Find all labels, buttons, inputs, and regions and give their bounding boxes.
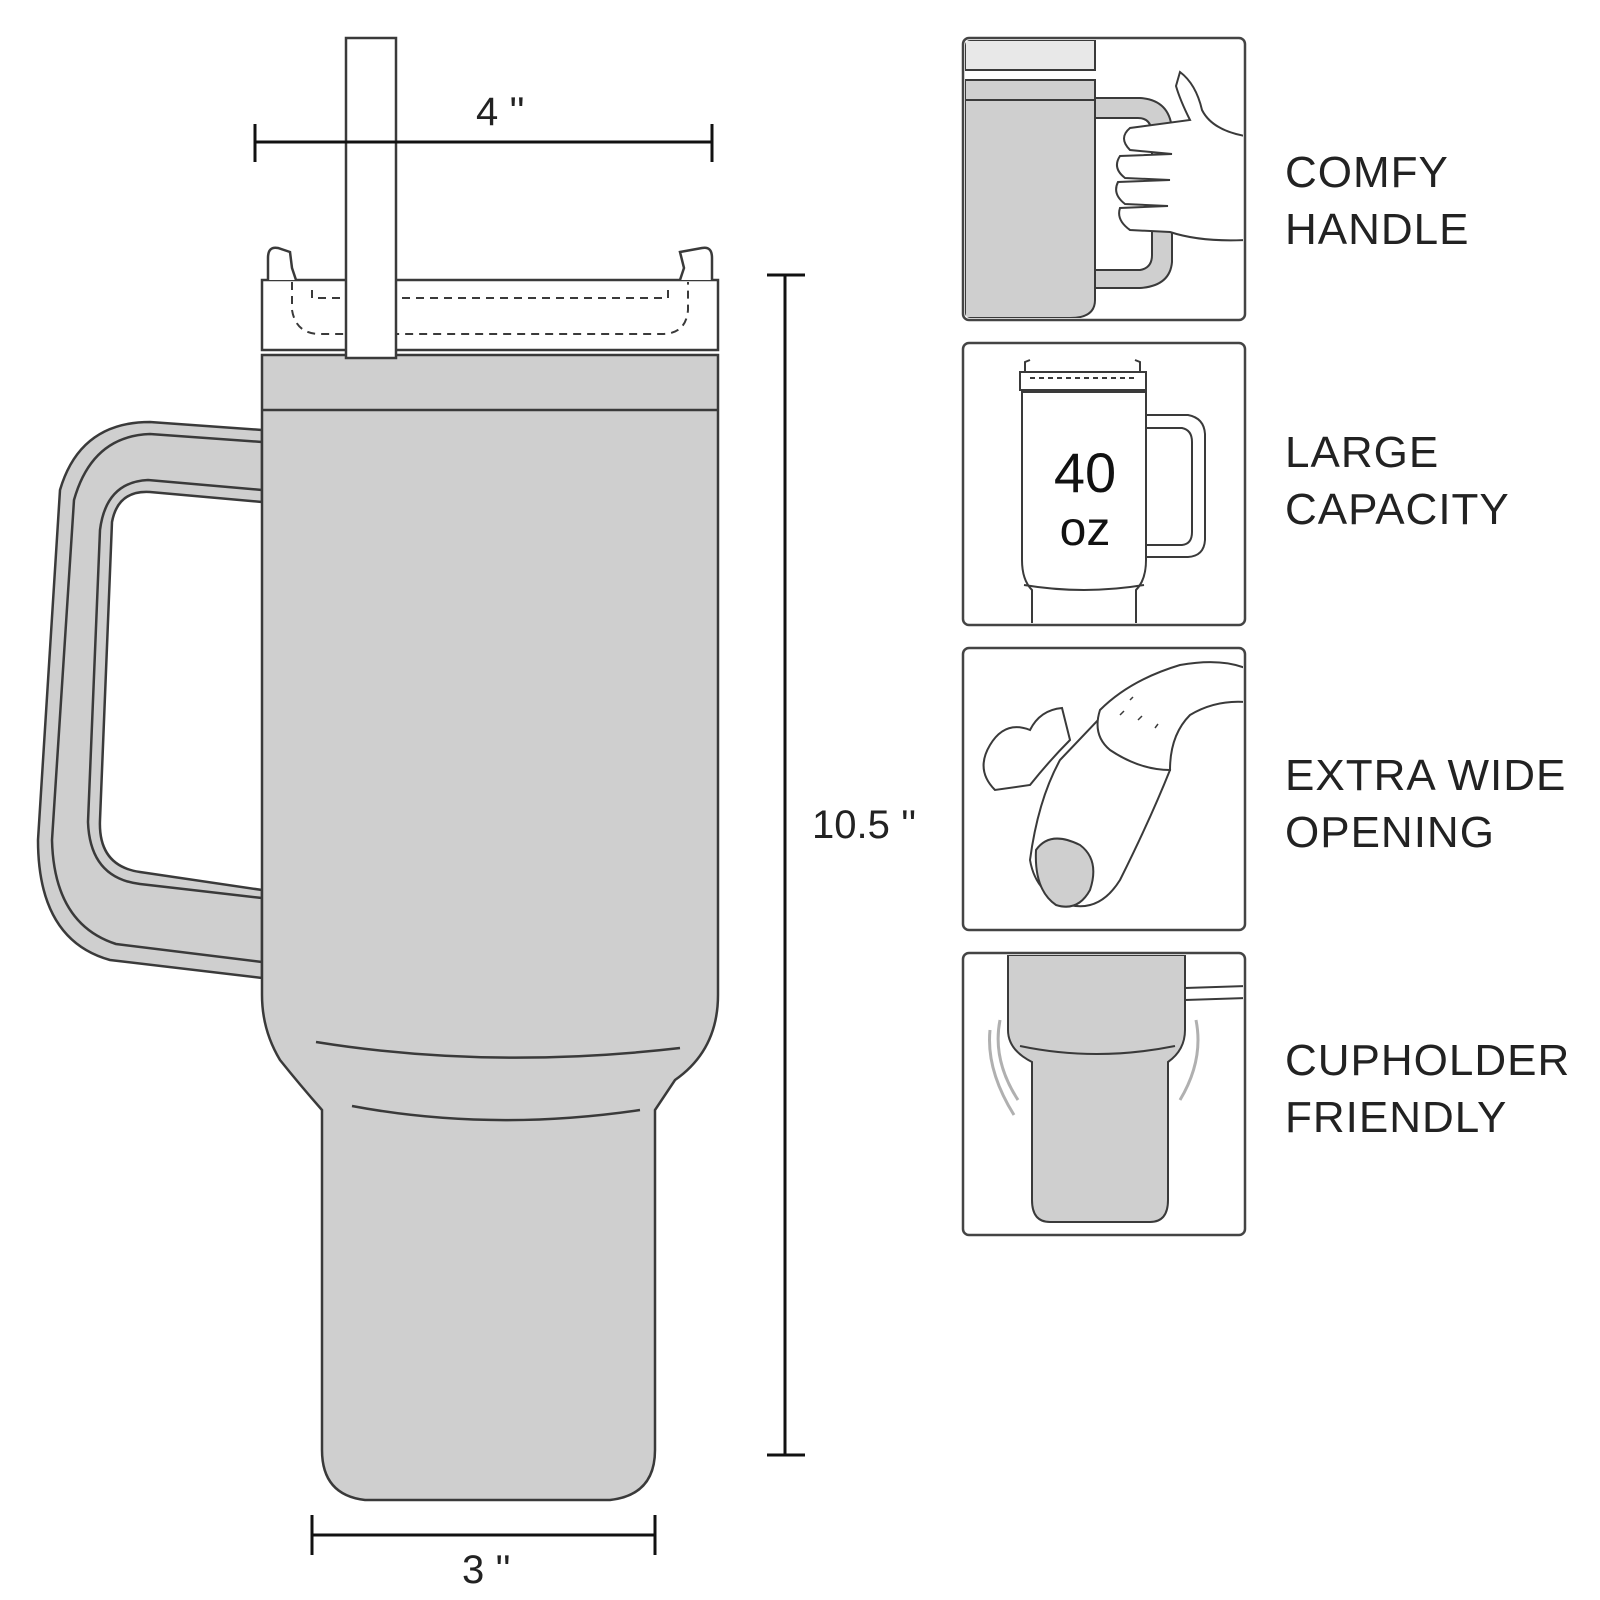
feature-label-extra-wide-opening: EXTRA WIDE OPENING [1285,751,1567,857]
hand-gripping-handle-icon [961,36,1247,322]
top-width-label: 4 '' [476,90,525,134]
height-label: 10.5 '' [812,803,917,847]
feature-label-cupholder-friendly: CUPHOLDER FRIENDLY [1285,1036,1571,1142]
tumbler-straw [344,36,398,360]
tumbler-handle [36,420,264,980]
dimension-lines [253,124,805,1555]
tumbler-lid [260,278,720,352]
main-tumbler [36,36,720,1502]
base-width-label: 3 '' [462,1548,511,1592]
tumbler-body [260,353,720,1502]
hand-in-opening-icon [961,646,1247,932]
capacity-value: 40 [1054,441,1116,504]
cupholder-icon [961,951,1247,1237]
capacity-unit: oz [1060,503,1111,556]
feature-label-large-capacity: LARGE CAPACITY [1285,428,1510,534]
feature-label-comfy-handle: COMFY HANDLE [1285,148,1470,254]
tumbler-capacity-icon: 40 oz [961,341,1247,627]
feature-panels: 40 oz [961,36,1247,1237]
